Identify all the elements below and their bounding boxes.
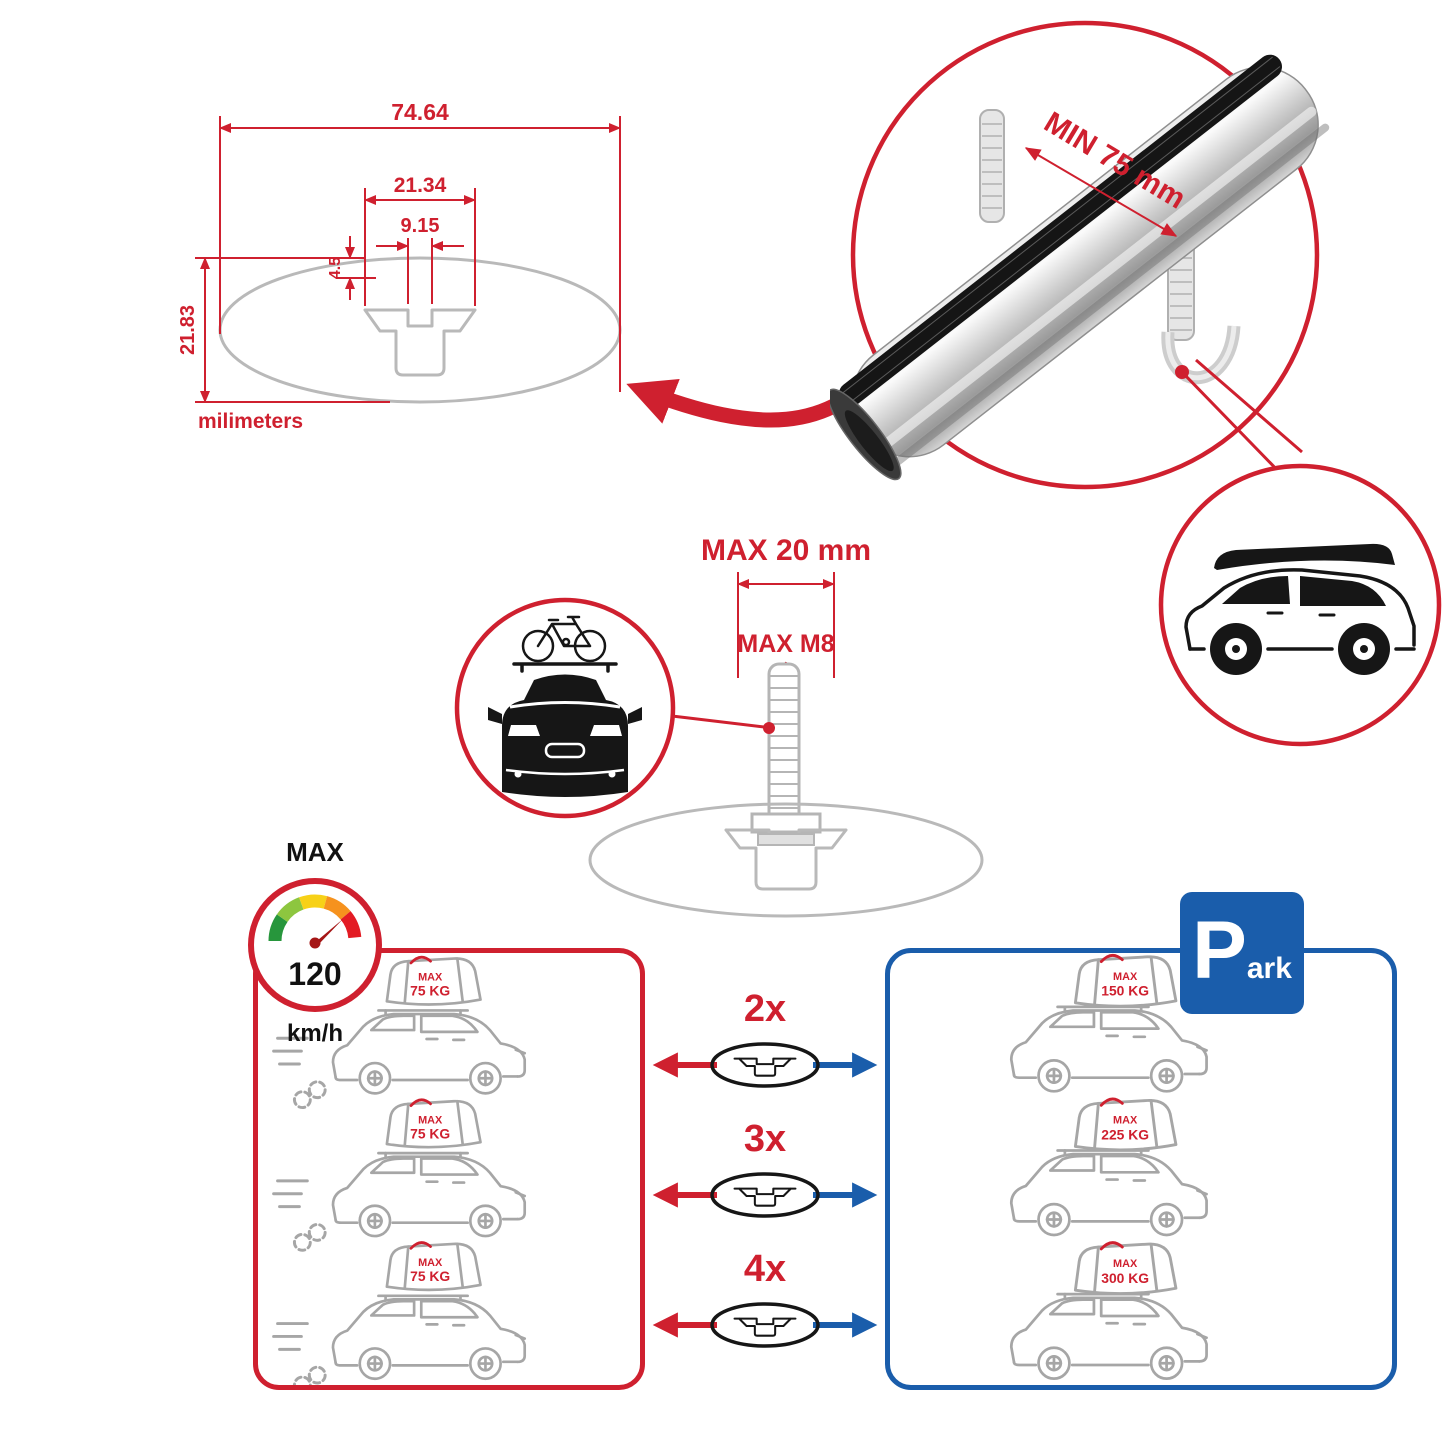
total-height-label: 21.83 — [177, 305, 199, 355]
suv-icon — [331, 1294, 527, 1381]
max-thread-label: MAX M8 — [737, 630, 834, 658]
bar-count-arrows: 2x 3x 4x — [652, 988, 878, 1348]
bar-count-row: 3x — [652, 1118, 878, 1218]
roof-bar-icon — [512, 662, 618, 673]
bar-count-label: 4x — [744, 1248, 786, 1290]
flange-width-label: 21.34 — [394, 174, 447, 197]
dimension-total-height: 21.83 — [177, 257, 390, 403]
vehicle-load-row: MAX 300 KG — [1009, 1241, 1208, 1381]
bar-ellipse-outline — [218, 256, 622, 404]
suv-icon — [1009, 1149, 1208, 1237]
max-length-extension-lines — [737, 572, 835, 678]
suv-icon — [1009, 1292, 1208, 1381]
cargo-max-label: MAX — [418, 1257, 443, 1269]
cargo-weight-label: 150 KG — [1101, 983, 1149, 999]
roof-box-icon — [1214, 543, 1395, 570]
gauge-pivot — [309, 937, 321, 949]
driving-load-rows: MAX 75 KG MAX 75 KG — [272, 955, 527, 1385]
bolt-clamp-diagram: MAX 20 mm MAX M8 — [454, 534, 984, 918]
car-front-inset — [454, 597, 765, 819]
driving-load-panel: MAX 75 KG MAX 75 KG — [253, 948, 645, 1390]
gauge-arc-icon — [268, 894, 362, 942]
cargo-weight-label: 75 KG — [410, 983, 450, 999]
bar-profile-icon — [733, 1187, 797, 1207]
cargo-max-label: MAX — [1113, 971, 1138, 983]
bar-count-row: 4x — [652, 1248, 878, 1348]
bar-count-label: 2x — [744, 988, 786, 1030]
vehicle-load-row: MAX 75 KG — [272, 1098, 527, 1252]
inset-connector-lines — [1180, 358, 1303, 480]
clamp-strap-highlight — [1165, 325, 1237, 381]
min-gap-arrow — [1024, 147, 1178, 237]
vehicle-load-row: MAX 150 KG — [1009, 953, 1208, 1093]
units-label: milimeters — [198, 410, 303, 433]
exhaust-smoke-icon — [272, 1179, 327, 1252]
speedometer: MAX 120 km/h — [248, 837, 382, 1047]
max-length-label: MAX 20 mm — [701, 534, 871, 567]
cargo-max-label: MAX — [1113, 1114, 1138, 1126]
park-sign-initial: P — [1192, 905, 1247, 996]
crossbar-photo-inset: MIN 75 mm — [830, 20, 1330, 490]
dimension-slot-width: 9.15 — [376, 215, 464, 304]
vehicle-load-row: MAX 225 KG — [1009, 1097, 1208, 1237]
cargo-max-label: MAX — [418, 1114, 443, 1126]
bolt-icon — [750, 662, 822, 844]
t-slot-nut — [757, 833, 815, 846]
bike-icon — [521, 615, 607, 663]
gauge-needle-icon — [312, 919, 343, 945]
clamp-post-left-icon — [979, 109, 1005, 223]
suv-icon — [331, 1151, 527, 1238]
cargo-max-label: MAX — [418, 972, 443, 984]
parked-load-rows: MAX 150 KG MAX 225 KG MAX 300 KG — [1009, 953, 1208, 1381]
dimension-flange-width: 21.34 — [364, 174, 476, 306]
park-sign-rest: ark — [1246, 952, 1292, 985]
bar-ellipse-icon — [710, 1042, 820, 1088]
bar-count-label: 3x — [744, 1118, 786, 1160]
bar-profile-outline — [363, 308, 477, 377]
vehicle-load-row: MAX 75 KG — [272, 955, 527, 1110]
vehicle-load-row: MAX 75 KG — [272, 1241, 527, 1385]
inset-connector-line — [671, 714, 765, 729]
parked-load-panel: MAX 150 KG MAX 225 KG MAX 300 KG — [885, 948, 1397, 1390]
suv-roofbox-icon — [1184, 543, 1416, 675]
exhaust-smoke-icon — [272, 1036, 327, 1110]
suv-icon — [1009, 1005, 1208, 1093]
cargo-weight-label: 300 KG — [1101, 1270, 1149, 1286]
bar-count-row: 2x — [652, 988, 878, 1088]
speed-limit-unit: km/h — [287, 1020, 343, 1047]
bar-ellipse-outline — [588, 802, 984, 918]
total-width-label: 74.64 — [391, 99, 449, 125]
car-front-icon — [488, 674, 642, 797]
cargo-weight-label: 75 KG — [410, 1125, 450, 1141]
dimension-step-depth: 4.5 — [195, 236, 376, 300]
cargo-max-label: MAX — [1113, 1258, 1138, 1270]
bar-ellipse-icon — [710, 1172, 820, 1218]
step-depth-label: 4.5 — [327, 257, 344, 279]
slot-width-label: 9.15 — [401, 215, 440, 237]
bar-ellipse-icon — [710, 1302, 820, 1348]
speed-limit-value: 120 — [288, 956, 341, 992]
cross-section-diagram: 74.64 21.34 9.15 4.5 21.83 milimeters — [177, 99, 622, 433]
bar-profile-outline — [724, 828, 848, 891]
dimension-total-width: 74.64 — [219, 99, 621, 392]
suv-roofbox-inset — [1158, 463, 1442, 747]
bar-profile-icon — [733, 1057, 797, 1077]
bar-profile-icon — [733, 1317, 797, 1337]
exhaust-smoke-icon — [272, 1322, 327, 1385]
speed-max-title: MAX — [286, 837, 344, 867]
callout-dot — [763, 722, 775, 734]
cargo-weight-label: 225 KG — [1101, 1126, 1149, 1142]
cargo-weight-label: 75 KG — [410, 1268, 450, 1284]
